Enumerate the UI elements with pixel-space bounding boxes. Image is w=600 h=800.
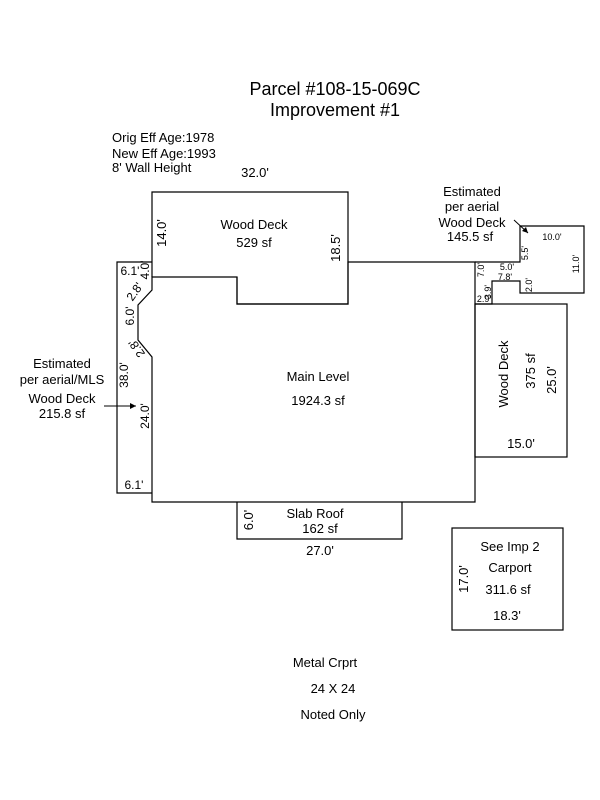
left-deck-note-2: per aerial/MLS bbox=[20, 372, 105, 387]
slab-roof-name: Slab Roof bbox=[286, 506, 343, 521]
left-deck-outline bbox=[116, 261, 152, 494]
right-upper-dim-2-0: 2.0' bbox=[524, 278, 534, 293]
main-level-name: Main Level bbox=[287, 369, 350, 384]
right-upper-deck-area: 145.5 sf bbox=[447, 229, 494, 244]
carport-height-dim: 17.0' bbox=[456, 565, 471, 593]
right-upper-deck-name: Wood Deck bbox=[439, 215, 506, 230]
left-deck-note-1: Estimated bbox=[33, 356, 91, 371]
top-deck-right-dim: 18.5' bbox=[328, 234, 343, 262]
right-upper-deck-note-2: per aerial bbox=[445, 199, 499, 214]
title-line-2: Improvement #1 bbox=[270, 100, 400, 120]
footer-line-3: Noted Only bbox=[300, 707, 366, 722]
right-upper-dim-11-0: 11.0' bbox=[571, 254, 581, 273]
main-dim-6-1-top: 6.1' bbox=[121, 264, 140, 278]
top-deck-area: 529 sf bbox=[236, 235, 272, 250]
main-level-area: 1924.3 sf bbox=[291, 393, 345, 408]
top-deck-outline bbox=[151, 191, 349, 305]
right-upper-dim-2-9: 2.9' bbox=[477, 294, 492, 304]
right-upper-dim-7-0: 7.0' bbox=[476, 263, 486, 278]
main-dim-4-0: 4.0' bbox=[138, 261, 152, 280]
right-upper-dim-5-5: 5.5' bbox=[520, 246, 530, 261]
slab-roof-height-dim: 6.0' bbox=[241, 510, 256, 531]
left-deck-arrow-head bbox=[130, 403, 136, 409]
main-dim-2-8-lower: 2.8' bbox=[126, 337, 148, 361]
right-upper-dim-7-8: 7.8' bbox=[498, 272, 513, 282]
title-line-1: Parcel #108-15-069C bbox=[249, 79, 420, 99]
carport-ref: See Imp 2 bbox=[480, 539, 539, 554]
right-upper-deck-outline bbox=[475, 225, 585, 305]
footer-line-2: 24 X 24 bbox=[311, 681, 356, 696]
main-dim-6-0: 6.0' bbox=[123, 307, 137, 326]
carport-area: 311.6 sf bbox=[485, 582, 531, 597]
right-upper-deck-note-1: Estimated bbox=[443, 184, 501, 199]
slab-roof-width-dim: 27.0' bbox=[306, 543, 334, 558]
slab-roof-area: 162 sf bbox=[302, 521, 338, 536]
right-upper-dim-3-9: 3.9' bbox=[483, 285, 493, 300]
new-eff-age: New Eff Age:1993 bbox=[112, 146, 216, 161]
top-deck-top-dim: 32.0' bbox=[241, 165, 269, 180]
top-deck-name: Wood Deck bbox=[221, 217, 288, 232]
main-dim-38-0: 38.0' bbox=[117, 362, 131, 388]
right-upper-dim-5-0: 5.0' bbox=[500, 262, 515, 272]
right-upper-deck-arrow-head bbox=[522, 227, 528, 233]
top-deck-left-dim: 14.0' bbox=[154, 219, 169, 247]
footer-line-1: Metal Crprt bbox=[293, 655, 358, 670]
slab-roof-outline bbox=[236, 502, 403, 540]
right-deck-name: Wood Deck bbox=[496, 340, 511, 407]
right-deck-width-dim: 15.0' bbox=[507, 436, 535, 451]
right-deck-outline bbox=[474, 303, 568, 458]
main-dim-6-1-bottom: 6.1' bbox=[125, 478, 144, 492]
wall-height: 8' Wall Height bbox=[112, 160, 192, 175]
right-deck-area: 375 sf bbox=[523, 353, 538, 389]
left-deck-name: Wood Deck bbox=[29, 391, 96, 406]
right-upper-dim-10-0: 10.0' bbox=[542, 232, 562, 242]
carport-name: Carport bbox=[488, 560, 532, 575]
carport-width-dim: 18.3' bbox=[493, 608, 521, 623]
left-deck-area: 215.8 sf bbox=[39, 406, 86, 421]
main-dim-24-0: 24.0' bbox=[138, 403, 152, 429]
orig-eff-age: Orig Eff Age:1978 bbox=[112, 130, 214, 145]
right-deck-height-dim: 25.0' bbox=[544, 366, 559, 394]
carport-outline bbox=[451, 527, 564, 631]
